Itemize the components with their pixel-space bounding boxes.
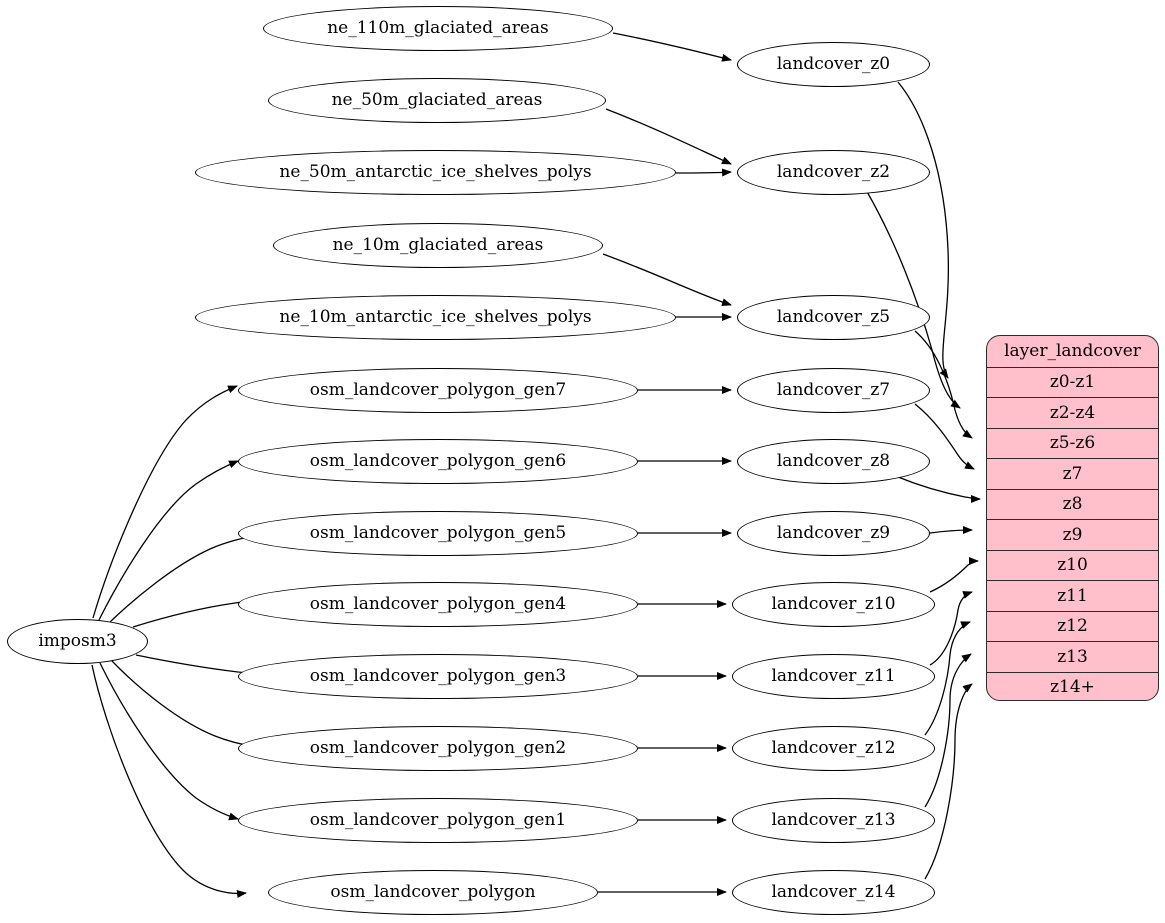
edge-ne50mant-z2 [675,168,732,177]
node-label: osm_landcover_polygon_gen5 [309,523,567,543]
edge-imposm3-gen5 [109,531,263,623]
node-label: landcover_z8 [776,451,891,471]
node-label: osm_landcover_polygon_gen3 [309,666,567,686]
node-ne-10m-antarctic-ice-shelves-polys[interactable]: ne_10m_antarctic_ice_shelves_polys [195,295,676,340]
edge-imposm3-gen7 [92,385,238,619]
record-row-z8[interactable]: z8 [987,488,1158,520]
record-row-label: z8 [1062,494,1083,515]
edge-imposm3-gen1 [99,662,239,821]
node-label: landcover_z11 [771,666,896,686]
record-row-label: z10 [1057,555,1088,576]
node-osm-landcover-polygon-gen6[interactable]: osm_landcover_polygon_gen6 [238,439,638,484]
node-label: landcover_z5 [776,307,891,327]
node-osm-landcover-polygon-gen2[interactable]: osm_landcover_polygon_gen2 [238,726,638,771]
record-row-label: z5-z6 [1049,433,1096,454]
node-label: imposm3 [38,631,117,651]
node-label: landcover_z12 [771,738,896,758]
node-ne-110m-glaciated-areas[interactable]: ne_110m_glaciated_areas [263,6,613,51]
record-row-z12[interactable]: z12 [987,610,1158,642]
node-landcover-z9[interactable]: landcover_z9 [737,511,930,556]
node-osm-landcover-polygon-gen5[interactable]: osm_landcover_polygon_gen5 [238,511,638,556]
node-label: landcover_z9 [776,523,891,543]
edge-z8-row-z8 [897,476,981,503]
node-osm-landcover-polygon-gen7[interactable]: osm_landcover_polygon_gen7 [238,368,638,413]
record-row-label: z0-z1 [1049,372,1096,393]
record-row-label: z11 [1057,585,1088,606]
record-row-z14-plus[interactable]: z14+ [987,671,1158,701]
node-label: osm_landcover_polygon_gen4 [309,594,567,614]
record-header: layer_landcover [987,336,1158,367]
node-label: ne_10m_antarctic_ice_shelves_polys [279,307,592,327]
node-layer-landcover[interactable]: layer_landcover z0-z1 z2-z4 z5-z6 z7 z8 … [986,335,1159,701]
node-label: landcover_z0 [776,54,891,74]
record-row-label: z14+ [1050,677,1095,698]
edge-z9-row-z9 [929,526,973,535]
node-landcover-z2[interactable]: landcover_z2 [737,150,930,195]
node-osm-landcover-polygon-gen1[interactable]: osm_landcover_polygon_gen1 [238,798,638,843]
node-label: osm_landcover_polygon_gen1 [309,810,567,830]
node-label: landcover_z14 [771,882,896,902]
node-landcover-z8[interactable]: landcover_z8 [737,439,930,484]
node-landcover-z5[interactable]: landcover_z5 [737,295,930,340]
node-osm-landcover-polygon-gen3[interactable]: osm_landcover_polygon_gen3 [238,654,638,699]
node-landcover-z13[interactable]: landcover_z13 [732,798,935,843]
node-label: landcover_z2 [776,162,891,182]
node-osm-landcover-polygon[interactable]: osm_landcover_polygon [268,870,598,915]
record-row-z5-z6[interactable]: z5-z6 [987,427,1158,459]
node-label: landcover_z13 [771,810,896,830]
node-label: landcover_z10 [771,594,896,614]
node-landcover-z0[interactable]: landcover_z0 [737,42,930,87]
edge-imposm3-gen6 [98,460,239,621]
node-label: ne_110m_glaciated_areas [327,18,549,38]
record-row-z10[interactable]: z10 [987,549,1158,581]
record-row-label: z12 [1057,616,1088,637]
node-label: osm_landcover_polygon_gen2 [309,738,567,758]
node-ne-50m-glaciated-areas[interactable]: ne_50m_glaciated_areas [268,78,606,123]
edge-ne50mglac-z2 [605,108,732,165]
edge-z11-row-z11 [929,591,973,666]
node-label: landcover_z7 [776,380,891,400]
node-imposm3[interactable]: imposm3 [7,619,148,664]
node-ne-10m-glaciated-areas[interactable]: ne_10m_glaciated_areas [273,223,603,268]
node-label: osm_landcover_polygon [330,882,536,902]
node-label: ne_50m_antarctic_ice_shelves_polys [279,162,592,182]
record-row-label: z13 [1057,646,1088,667]
node-label: ne_10m_glaciated_areas [332,235,544,255]
node-ne-50m-antarctic-ice-shelves-polys[interactable]: ne_50m_antarctic_ice_shelves_polys [195,150,676,195]
record-row-z9[interactable]: z9 [987,519,1158,550]
record-row-z13[interactable]: z13 [987,641,1158,672]
edge-z10-row-z10 [929,557,979,593]
node-landcover-z10[interactable]: landcover_z10 [732,582,935,627]
node-label: osm_landcover_polygon_gen6 [309,451,567,471]
edge-ne110m-z0 [612,32,732,62]
node-osm-landcover-polygon-gen4[interactable]: osm_landcover_polygon_gen4 [238,582,638,627]
edge-z14-row-z14 [924,683,973,880]
record-row-z2-z4[interactable]: z2-z4 [987,397,1158,428]
record-row-z11[interactable]: z11 [987,580,1158,611]
node-label: osm_landcover_polygon_gen7 [309,380,567,400]
node-landcover-z14[interactable]: landcover_z14 [732,870,935,915]
node-landcover-z12[interactable]: landcover_z12 [732,726,935,771]
node-label: ne_50m_glaciated_areas [331,90,543,110]
record-row-z0-z1[interactable]: z0-z1 [987,366,1158,398]
edge-imposm3-gen2 [111,660,258,750]
record-row-label: z7 [1062,463,1083,484]
edge-z0-row-z0z1 [897,81,950,379]
record-header-label: layer_landcover [1004,341,1141,362]
node-landcover-z11[interactable]: landcover_z11 [732,654,935,699]
record-row-label: z9 [1062,524,1083,545]
record-row-z7[interactable]: z7 [987,458,1158,489]
edge-ne10mglac-z5 [602,253,732,307]
node-landcover-z7[interactable]: landcover_z7 [737,368,930,413]
edge-imposm3-polygon [91,664,247,898]
record-row-label: z2-z4 [1049,402,1096,423]
